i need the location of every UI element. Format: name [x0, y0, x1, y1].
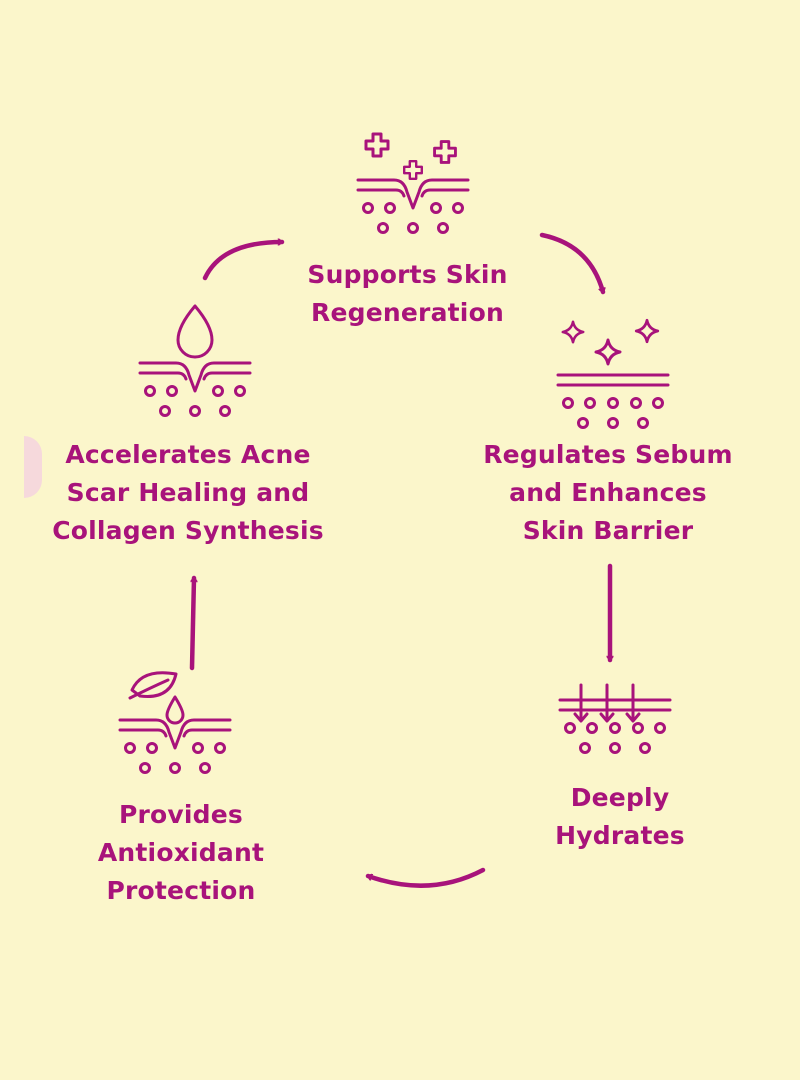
label-line: Antioxidant	[97, 838, 265, 867]
step-label-regulates-sebum: Regulates Sebum and Enhances Skin Barrie…	[470, 436, 746, 550]
arrow-hydrate-to-antiox	[365, 867, 486, 888]
label-line: Regeneration	[311, 298, 504, 327]
skin-layer-plus-icon	[356, 132, 470, 234]
label-line: Skin Barrier	[522, 516, 694, 545]
arrow-acne-to-regen	[202, 242, 285, 281]
arrow-regen-to-sebum	[539, 232, 603, 295]
edge-decoration	[24, 436, 42, 498]
cycle-arrows	[189, 232, 610, 888]
arrow-antiox-to-acne	[189, 575, 194, 671]
label-line: Regulates Sebum	[483, 440, 733, 469]
skin-layer-leaf-icon	[118, 671, 232, 774]
label-line: Protection	[106, 876, 256, 905]
skin-layer-drop-icon	[138, 304, 252, 417]
step-label-acne-scar-healing: Accelerates Acne Scar Healing and Collag…	[30, 436, 346, 550]
label-line: Supports Skin	[307, 260, 508, 289]
label-line: Provides	[118, 800, 244, 829]
label-line: Collagen Synthesis	[52, 516, 324, 545]
label-line: Scar Healing and	[66, 478, 310, 507]
step-label-antioxidant-protection: Provides Antioxidant Protection	[70, 796, 292, 910]
skin-layer-sparkle-icon	[556, 318, 670, 429]
skin-layer-arrows-icon	[558, 683, 672, 754]
label-line: Deeply	[570, 783, 670, 812]
label-line: and Enhances	[509, 478, 707, 507]
label-line: Hydrates	[555, 821, 685, 850]
step-label-deeply-hydrates: Deeply Hydrates	[530, 779, 710, 855]
label-line: Accelerates Acne	[65, 440, 311, 469]
step-label-skin-regeneration: Supports Skin Regeneration	[285, 256, 530, 332]
